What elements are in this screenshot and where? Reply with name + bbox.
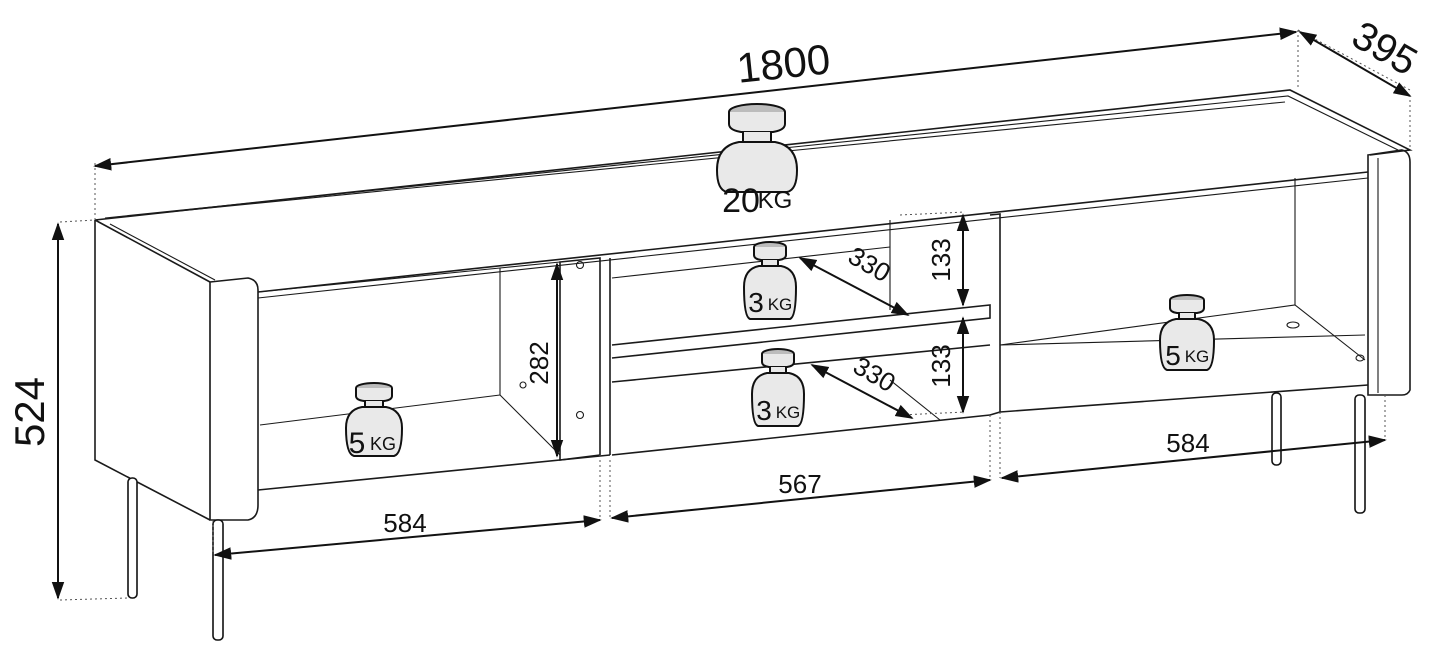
weight-right-unit: KG <box>1185 347 1210 366</box>
label-left-inner-height: 282 <box>524 341 554 384</box>
dimension-labels: 1800 395 524 584 567 584 282 133 133 330… <box>6 13 1424 538</box>
weight-icon-right: 5 KG <box>1158 294 1216 371</box>
dim-line-shelf-upper-depth <box>798 257 910 316</box>
weight-left-number: 5 <box>349 427 366 460</box>
weight-icon-middle-upper: 3 KG <box>742 241 798 320</box>
dim-line-left-width <box>213 515 602 560</box>
weight-top-unit: KG <box>758 187 793 214</box>
weight-icon-left: 5 KG <box>344 382 404 460</box>
leg-front-left <box>212 519 224 641</box>
label-right-width: 584 <box>1166 428 1209 458</box>
weight-icon-top: 20 KG <box>715 103 799 220</box>
label-depth: 395 <box>1345 13 1425 84</box>
leg-back-right <box>1271 392 1282 466</box>
dim-line-middle-width <box>610 475 992 523</box>
dim-line-depth <box>1298 31 1412 97</box>
label-shelf-lower-height: 133 <box>926 344 956 387</box>
weight-middle-upper-unit: KG <box>768 295 793 314</box>
weight-icon-middle-lower: 3 KG <box>750 348 806 427</box>
dim-line-overall-width <box>93 27 1298 171</box>
dimension-arrows <box>51 27 1412 600</box>
label-shelf-upper-height: 133 <box>926 238 956 281</box>
label-overall-width: 1800 <box>735 35 833 92</box>
label-overall-height: 524 <box>6 377 53 447</box>
weight-top-number: 20 <box>722 182 760 220</box>
leg-back-left <box>127 477 138 599</box>
legs <box>127 392 1366 641</box>
weight-right-number: 5 <box>1165 340 1181 371</box>
label-middle-width: 567 <box>778 469 821 499</box>
dim-line-shelf-lower-depth <box>810 364 914 419</box>
label-left-width: 584 <box>383 508 426 538</box>
weight-left-unit: KG <box>370 434 396 454</box>
weight-middle-lower-unit: KG <box>776 403 801 422</box>
dim-line-right-width <box>1000 435 1387 483</box>
weight-middle-lower-number: 3 <box>756 395 772 426</box>
leg-front-right <box>1354 394 1366 514</box>
weight-middle-upper-number: 3 <box>748 287 764 318</box>
